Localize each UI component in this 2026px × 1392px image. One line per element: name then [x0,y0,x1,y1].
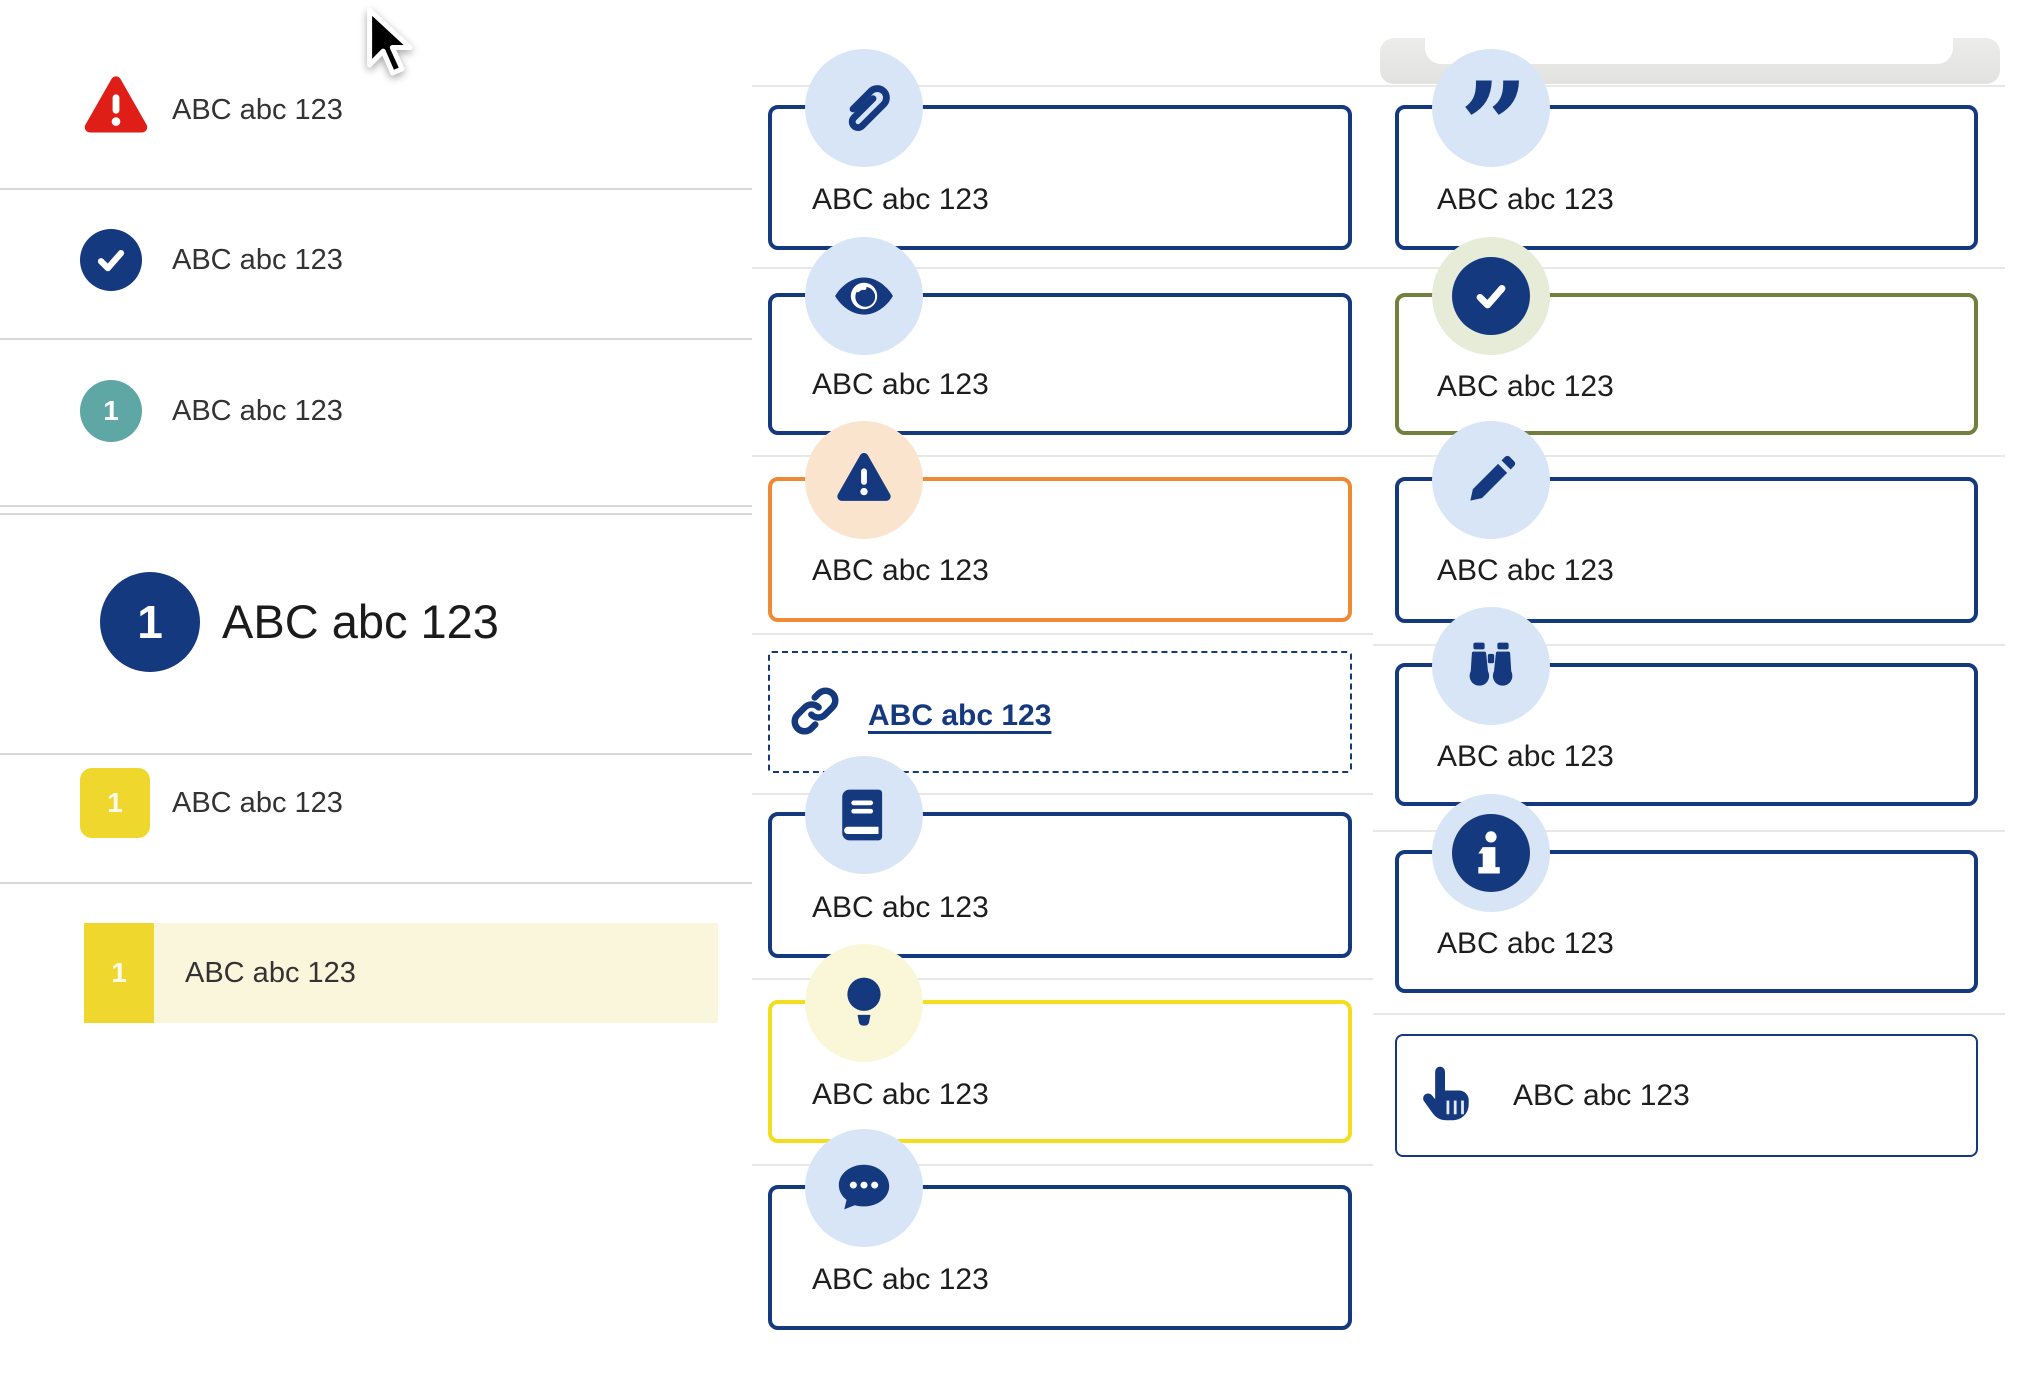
card-label: ABC abc 123 [1437,554,1614,587]
card-label: ABC abc 123 [812,183,989,216]
divider [752,267,2005,269]
card-label: ABC abc 123 [812,1078,989,1111]
card-label: ABC abc 123 [1437,927,1614,960]
card-label: ABC abc 123 [1513,1079,1690,1112]
badge-number: 1 [103,395,119,426]
link-label[interactable]: ABC abc 123 [868,699,1052,732]
list-item-label: ABC abc 123 [172,395,343,427]
card-label: ABC abc 123 [1437,183,1614,216]
pointer-card [1395,1034,1978,1157]
link-icon [786,679,844,748]
highlighted-list-item[interactable]: 1 ABC abc 123 [84,923,718,1023]
link-card[interactable] [768,651,1352,773]
divider [752,1164,1373,1166]
callout-card-success [1395,293,1978,435]
card-label: ABC abc 123 [812,554,989,587]
lightbulb-icon [805,944,923,1062]
book-icon [805,756,923,874]
eye-icon [805,237,923,355]
badge-number: 1 [111,957,127,988]
info-circle-icon [1432,794,1550,912]
pencil-icon [1432,421,1550,539]
yellow-number-badge: 1 [80,768,150,838]
divider [1373,644,2005,646]
teal-number-badge: 1 [80,380,142,442]
card-label: ABC abc 123 [812,1263,989,1296]
divider [0,882,752,884]
chat-bubble-icon [805,1129,923,1247]
divider [752,793,1373,795]
card-label: ABC abc 123 [1437,740,1614,773]
divider [0,338,752,340]
list-item-label: ABC abc 123 [172,244,343,276]
divider [752,978,1373,980]
yellow-number-badge: 1 [84,923,154,1023]
list-item-label: ABC abc 123 [172,94,343,126]
badge-number: 1 [107,787,123,818]
binoculars-icon [1432,607,1550,725]
callout-card-search [1395,663,1978,806]
card-label: ABC abc 123 [812,891,989,924]
card-label: ABC abc 123 [1437,370,1614,403]
check-circle-icon [80,229,142,291]
section-divider [0,513,752,515]
divider [0,188,752,190]
paperclip-icon [805,49,923,167]
check-circle-icon [1432,237,1550,355]
numbered-heading: ABC abc 123 [222,595,499,648]
hand-point-up-icon [1416,1060,1478,1137]
card-label: ABC abc 123 [812,368,989,401]
warning-triangle-icon [805,421,923,539]
list-item-label: ABC abc 123 [185,957,356,989]
divider [752,455,2005,457]
divider [752,633,1373,635]
divider [1373,830,2005,832]
divider [1373,1013,2005,1015]
badge-number: 1 [137,596,163,648]
divider [0,753,752,755]
warning-triangle-icon [79,74,153,142]
divider [752,85,2005,87]
list-item-label: ABC abc 123 [172,787,343,819]
quote-icon: ” [1432,49,1550,187]
mouse-cursor-icon [358,6,420,83]
navy-number-badge-large: 1 [100,572,200,672]
section-divider [0,505,752,507]
